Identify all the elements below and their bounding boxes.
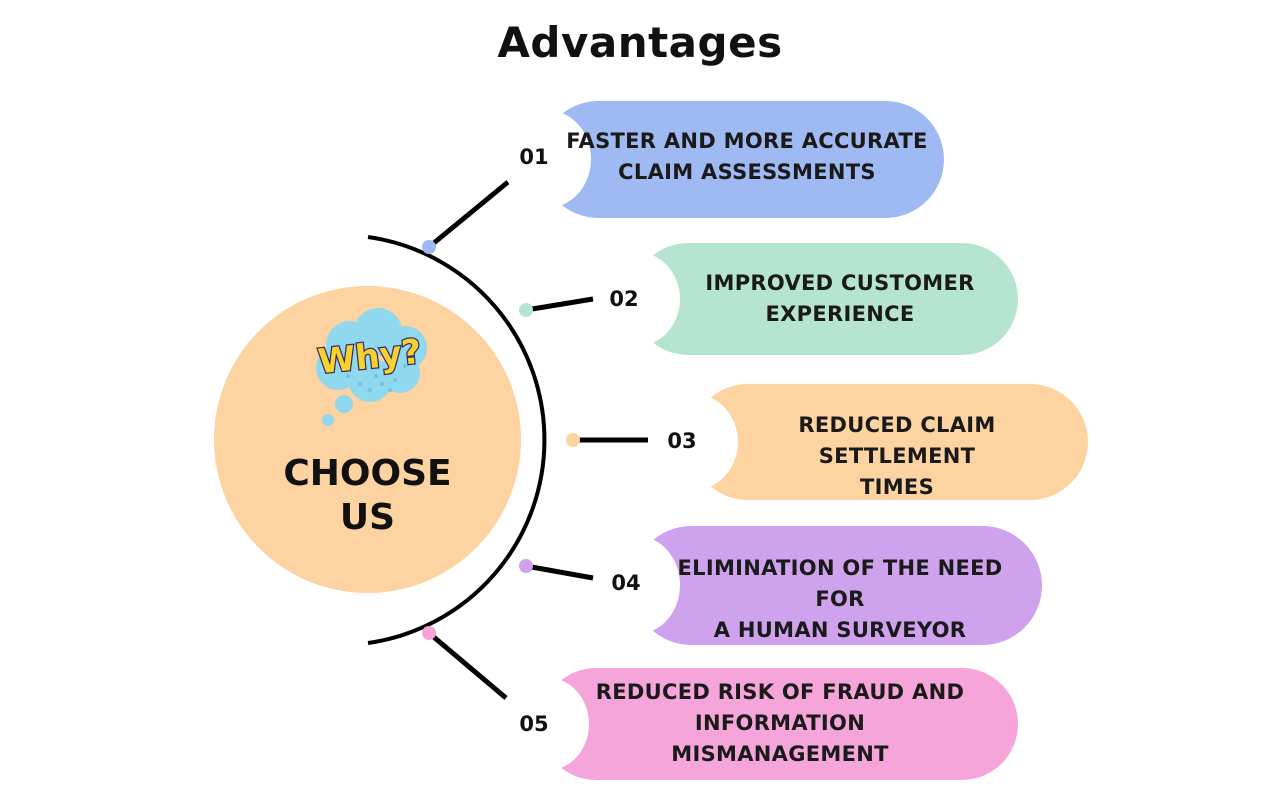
advantage-text-05-line1: REDUCED RISK OF FRAUD AND [595,680,965,704]
advantage-text-03-line2: TIMES [859,475,934,499]
connector-line-02 [525,296,594,313]
advantage-text-03: REDUCED CLAIM SETTLEMENT TIMES [725,410,1069,503]
center-label: CHOOSE US [214,452,521,540]
notch-05 [503,677,589,771]
notch-01 [503,110,591,208]
advantage-number-02: 02 [609,287,639,311]
dot-03 [566,433,580,447]
advantage-text-02-line1: IMPROVED CUSTOMER [705,271,975,295]
advantage-text-04-line2: A HUMAN SURVEYOR [713,618,967,642]
notch-04 [594,536,680,634]
connector-line-05 [427,631,508,700]
center-label-line1: CHOOSE [283,453,452,494]
advantage-card-03 [690,384,1088,500]
advantage-text-05: REDUCED RISK OF FRAUD AND INFORMATION MI… [580,677,980,770]
advantage-text-04: ELIMINATION OF THE NEED FOR A HUMAN SURV… [654,553,1026,646]
advantage-card-02 [632,243,1018,355]
advantage-number-05: 05 [519,712,549,736]
page-title: Advantages [497,18,783,67]
advantage-text-04-line1: ELIMINATION OF THE NEED FOR [677,556,1003,611]
advantage-text-01-line1: FASTER AND MORE ACCURATE [566,129,928,153]
connector-line-04 [525,563,594,581]
dot-04 [519,559,533,573]
center-label-line2: US [339,497,396,538]
advantage-text-03-line1: REDUCED CLAIM SETTLEMENT [798,413,996,468]
advantage-number-04: 04 [611,571,641,595]
dot-02 [519,303,533,317]
advantage-card-05 [540,668,1018,780]
notch-02 [594,252,680,346]
arc-line [367,235,547,645]
connector-line-01 [427,180,510,249]
advantage-text-05-line2: INFORMATION [694,711,866,735]
advantage-card-04 [632,526,1042,645]
dot-01 [422,240,436,254]
advantage-text-05-line3: MISMANAGEMENT [671,742,889,766]
notch-03 [650,394,738,490]
advantage-number-03: 03 [667,429,697,453]
advantage-card-01 [540,101,944,218]
advantage-text-01-line2: CLAIM ASSESSMENTS [618,160,876,184]
advantage-text-02-line2: EXPERIENCE [765,302,915,326]
advantage-text-02: IMPROVED CUSTOMER EXPERIENCE [680,268,1000,330]
advantage-number-01: 01 [519,145,549,169]
dot-05 [422,626,436,640]
advantage-text-01: FASTER AND MORE ACCURATE CLAIM ASSESSMEN… [560,126,934,188]
why-thought-cloud-icon: Why? [315,308,427,426]
